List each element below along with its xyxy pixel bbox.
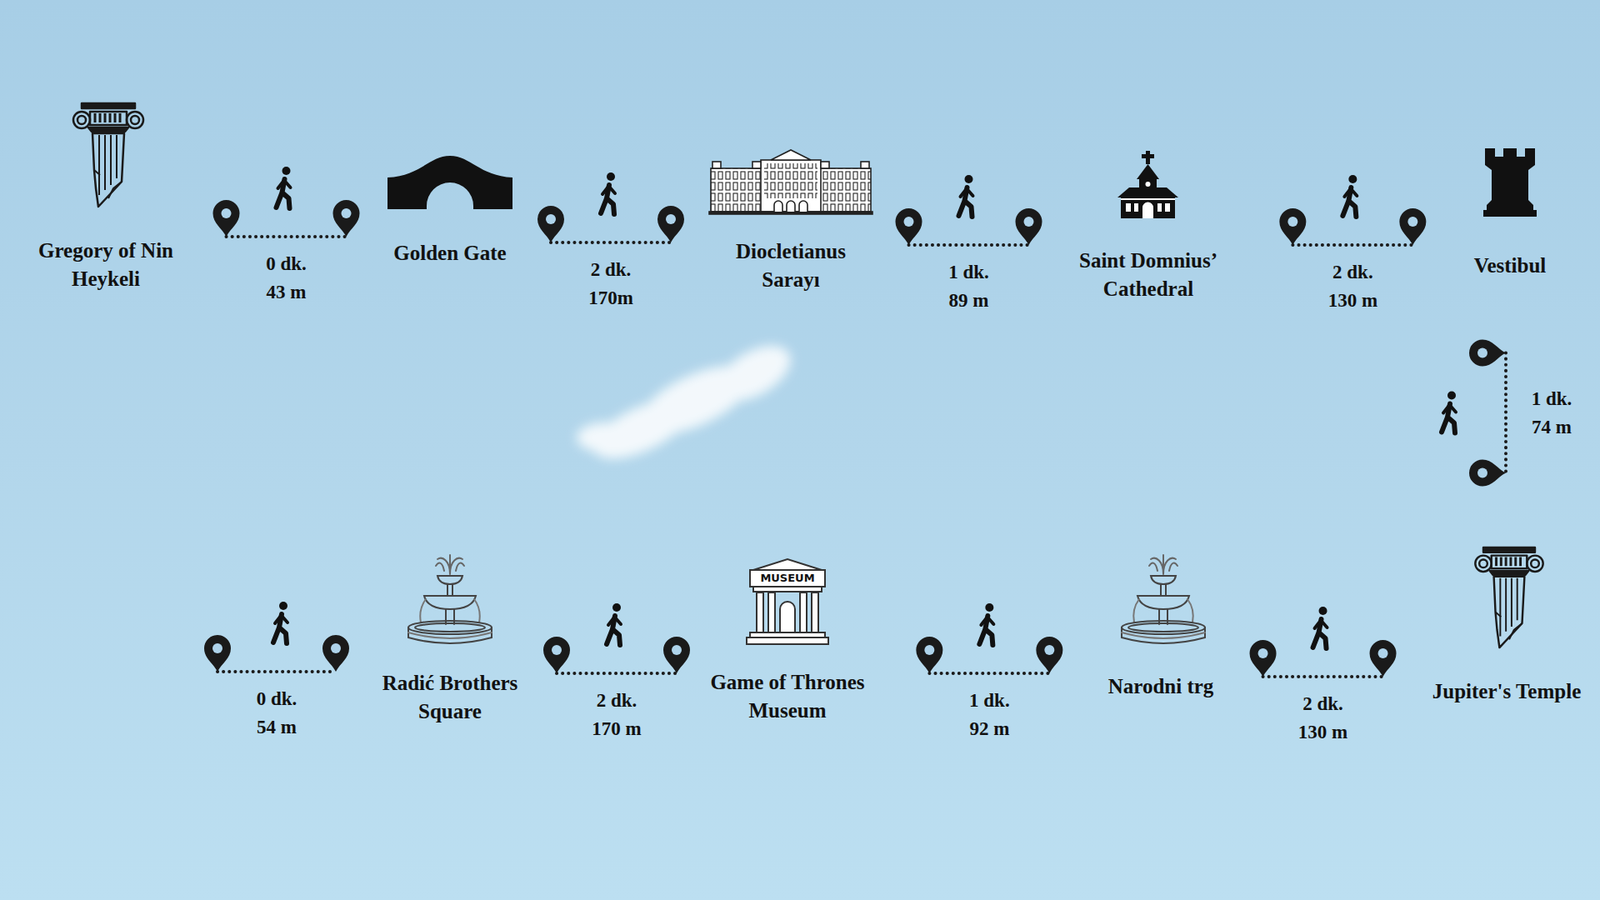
walker-icon (1441, 391, 1456, 434)
location-pin (1399, 208, 1426, 245)
fountain-icon (408, 555, 492, 644)
place-node: Gregory of Nin Heykeli (26, 101, 185, 294)
route-stub (204, 601, 350, 672)
walker-icon (1342, 175, 1357, 217)
place-name: Jupiter's Temple (1432, 677, 1582, 706)
walker-icon (1313, 606, 1328, 649)
cloud (576, 334, 800, 470)
walker-icon (273, 601, 288, 644)
location-pin (1015, 208, 1043, 245)
walking-route (1263, 675, 1384, 679)
location-pin (1469, 340, 1506, 367)
place-name: Gregory of Nin Heykeli (26, 236, 185, 294)
location-pin (333, 200, 360, 237)
walking-route (929, 671, 1050, 675)
location-pin (1035, 636, 1063, 674)
place-name: Diocletianus Sarayı (720, 237, 862, 295)
location-pin (1279, 208, 1306, 245)
walk-time-label: 2 dk. 130 m (1294, 690, 1353, 747)
place-node: Golden Gate (387, 155, 513, 268)
walk-time-label: 2 dk. 130 m (1323, 258, 1382, 315)
walking-route (909, 243, 1030, 247)
church-icon (1117, 150, 1179, 219)
walking-route (556, 671, 677, 675)
location-pin (663, 636, 690, 674)
walker-icon (606, 603, 621, 645)
bridge-icon (387, 155, 513, 210)
place-name: Golden Gate (387, 239, 513, 268)
place-name: Saint Domnius’ Cathedral (1065, 246, 1232, 304)
walk-time-label: 1 dk. 74 m (1522, 385, 1581, 442)
walking-route (1504, 353, 1508, 474)
place-node: Jupiter's Temple (1432, 545, 1582, 706)
location-pin (322, 635, 350, 672)
tower-icon (1483, 148, 1537, 217)
place-name: Vestibul (1474, 251, 1547, 280)
place-name: Radić Brothers Square (370, 669, 530, 726)
walking-route (550, 240, 671, 245)
place-node: Saint Domnius’ Cathedral (1065, 150, 1232, 304)
walk-time-label: 1 dk. 89 m (940, 258, 999, 315)
location-pin (537, 205, 565, 243)
museum-icon (746, 559, 829, 645)
location-pin (915, 636, 943, 674)
walk-time-label: 2 dk. 170 m (587, 686, 646, 744)
location-pin (1250, 640, 1277, 677)
location-pin (657, 205, 685, 243)
place-node: Vestibul (1474, 148, 1547, 280)
icon-caption: MUSEUM (750, 570, 825, 586)
location-pin (1370, 640, 1397, 677)
walking-route (1292, 243, 1413, 247)
place-name: Narodni trg (1108, 672, 1215, 701)
walker-icon (959, 175, 974, 217)
location-pin (204, 635, 231, 672)
place-node: Diocletianus Sarayı (709, 148, 873, 295)
column-icon (73, 103, 144, 207)
walking-route (226, 235, 347, 239)
location-pin (895, 208, 923, 245)
walk-time-label: 0 dk. 54 m (247, 685, 306, 742)
place-node: Radić Brothers Square (370, 550, 530, 726)
location-pin (213, 200, 240, 237)
walk-time-label: 0 dk. 43 m (257, 250, 316, 307)
palace-icon (709, 150, 873, 215)
walker-icon (276, 166, 291, 209)
place-name: Game of Thrones Museum (704, 668, 871, 725)
walk-time-label: 2 dk. 170m (581, 255, 640, 313)
walk-time-label: 1 dk. 92 m (960, 686, 1019, 744)
column-icon (1475, 547, 1543, 648)
location-pin (1469, 460, 1506, 487)
walker-icon (979, 603, 994, 645)
walker-icon (600, 172, 615, 215)
fountain-icon (1121, 555, 1205, 644)
place-node: Narodni trg (1108, 550, 1215, 701)
location-pin (543, 636, 570, 674)
